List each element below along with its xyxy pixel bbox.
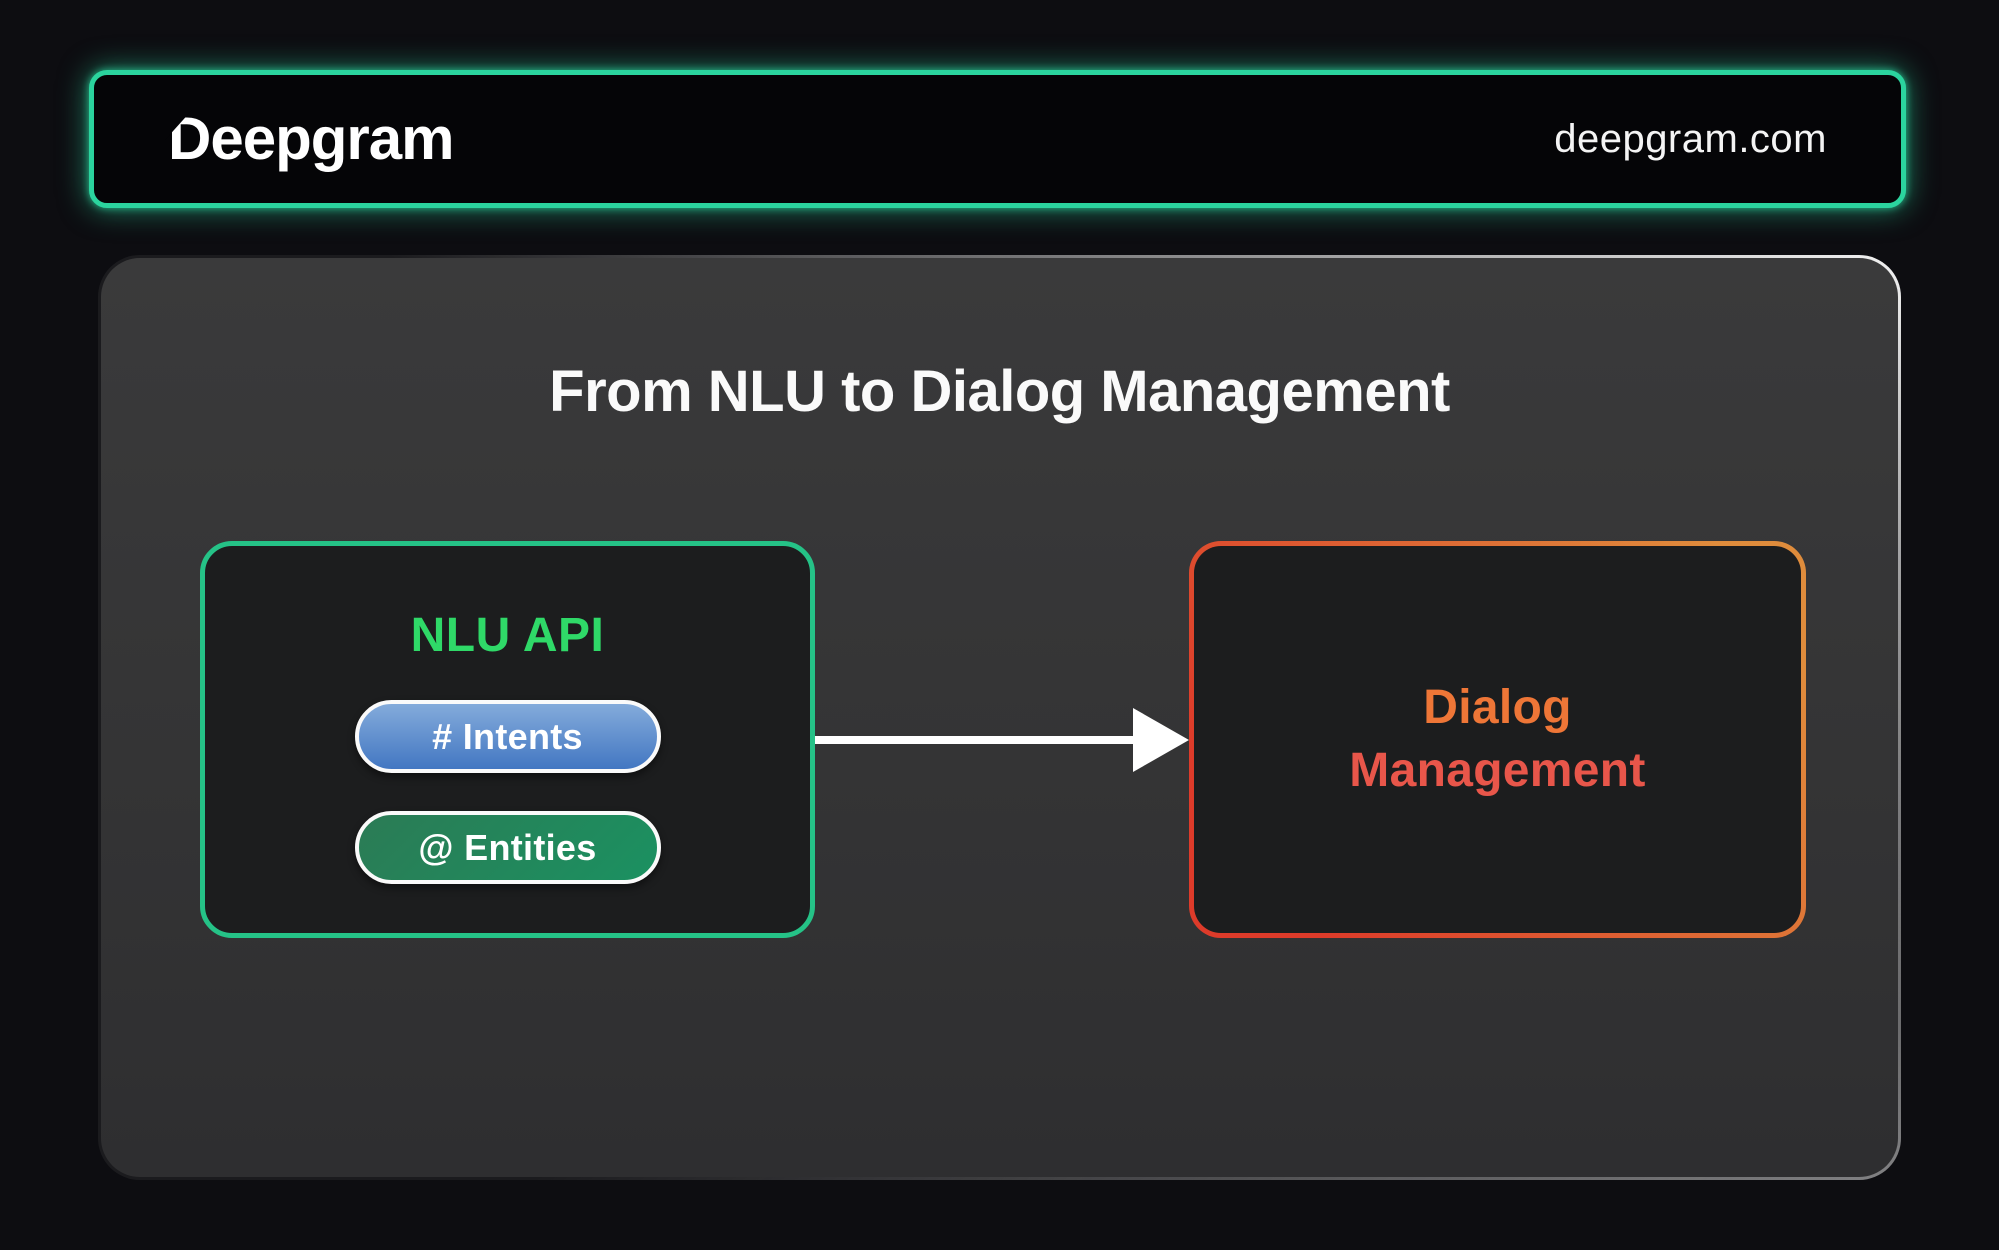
dialog-title-line2: Management: [1349, 743, 1646, 797]
arrow-right-icon: [815, 708, 1189, 772]
intents-pill-label: # Intents: [432, 715, 583, 757]
dialog-management-box-inner: Dialog Management: [1194, 546, 1801, 933]
slide-panel: From NLU to Dialog Management NLU API # …: [101, 258, 1898, 1177]
nlu-api-box: NLU API # Intents @ Entities: [200, 541, 815, 938]
slide-panel-border: From NLU to Dialog Management NLU API # …: [98, 255, 1901, 1180]
dialog-title-line1: Dialog: [1423, 681, 1572, 735]
site-url-text: deepgram.com: [1554, 116, 1827, 161]
nlu-api-heading: NLU API: [410, 609, 605, 662]
entities-pill-label: @ Entities: [418, 826, 597, 868]
header-bar: Deepgram deepgram.com: [89, 70, 1906, 208]
intents-pill: # Intents: [354, 700, 661, 773]
deepgram-logo: Deepgram: [165, 109, 454, 169]
slide-title: From NLU to Dialog Management: [549, 359, 1450, 424]
entities-pill: @ Entities: [354, 811, 661, 884]
dialog-management-box: Dialog Management: [1189, 541, 1806, 938]
dialog-management-title: Dialog Management: [1349, 677, 1645, 802]
deepgram-logo-text: Deepgram: [168, 105, 454, 172]
